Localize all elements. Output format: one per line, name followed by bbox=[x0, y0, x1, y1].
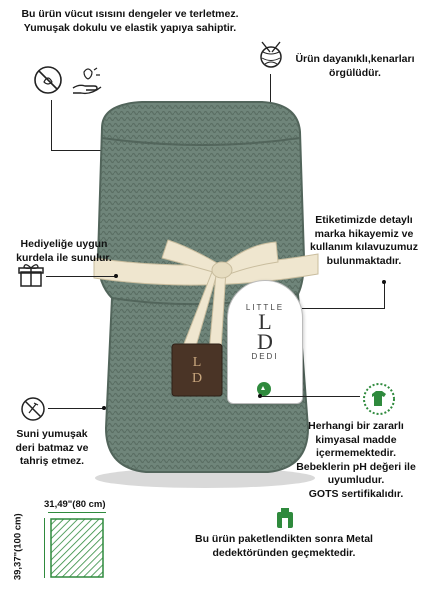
width-arrow bbox=[48, 512, 106, 514]
soft-touch-hand-icon bbox=[72, 67, 102, 95]
no-needle-icon bbox=[21, 397, 45, 421]
feature-line: Herhangi bir zararlı bbox=[308, 420, 404, 432]
feature-line: kullanım kılavuzumuz bbox=[310, 241, 418, 253]
feature-line: bulunmaktadır. bbox=[326, 254, 402, 267]
gots-small-icon bbox=[257, 382, 271, 396]
connector-line bbox=[51, 150, 106, 152]
feature-line: marka hikayemiz ve bbox=[314, 227, 414, 240]
feature-text-temperature: Bu ürün vücut ısısını dengeler ve terlet… bbox=[0, 8, 260, 35]
feature-line: Bu ürün paketlendikten sonra Metal bbox=[195, 533, 373, 545]
blanket-size-icon bbox=[50, 518, 104, 578]
metal-detector-icon bbox=[277, 508, 293, 528]
feature-line: Bebeklerin pH değeri ile bbox=[296, 460, 416, 473]
dimension-height: 39,37"(100 cm) bbox=[12, 513, 24, 581]
feature-line: Ürün dayanıklı,kenarları bbox=[295, 53, 415, 65]
connector-dot bbox=[102, 406, 106, 410]
feature-text-gift: Hediyeliğe uygun kurdela ile sunulur. bbox=[0, 238, 128, 265]
svg-text:D: D bbox=[192, 371, 202, 386]
feature-text-metal: Bu ürün paketlendikten sonra Metal dedek… bbox=[144, 533, 424, 560]
feature-line: tahriş etmez. bbox=[19, 455, 85, 467]
tag-brand-top: LITTLE bbox=[245, 303, 285, 312]
feature-line: kimyasal madde bbox=[315, 433, 397, 446]
connector-dot bbox=[114, 274, 118, 278]
height-arrow bbox=[44, 518, 46, 578]
gots-certified-icon bbox=[363, 383, 395, 415]
feature-line: dedektöründen geçmektedir. bbox=[212, 546, 356, 559]
connector-line bbox=[48, 408, 104, 410]
svg-text:L: L bbox=[193, 355, 202, 370]
feature-line: Yumuşak dokulu ve elastik yapıya sahipti… bbox=[23, 21, 237, 34]
feature-line: içermemektedir. bbox=[316, 447, 396, 459]
connector-dot bbox=[382, 280, 386, 284]
feature-line: uyumludur. bbox=[327, 474, 385, 486]
feature-text-label: Etiketimizde detaylı marka hikayemiz ve … bbox=[304, 214, 424, 268]
connector-line bbox=[302, 308, 385, 310]
connector-dot bbox=[258, 394, 262, 398]
feature-line: Hediyeliğe uygun bbox=[20, 238, 108, 250]
gift-box-icon bbox=[18, 264, 44, 287]
feature-text-leather: Suni yumuşak deri batmaz ve tahriş etmez… bbox=[0, 428, 104, 469]
feature-line: Etiketimizde detaylı bbox=[315, 214, 413, 226]
connector-line bbox=[46, 276, 116, 278]
feature-line: Suni yumuşak bbox=[16, 428, 88, 440]
feature-line: kurdela ile sunulur. bbox=[16, 251, 112, 264]
dimension-width: 31,49"(80 cm) bbox=[44, 499, 106, 510]
feature-line: GOTS sertifikalıdır. bbox=[308, 487, 404, 500]
no-sweat-icon bbox=[34, 66, 62, 94]
feature-line: Bu ürün vücut ısısını dengeler ve terlet… bbox=[21, 8, 239, 20]
connector-line bbox=[51, 100, 53, 150]
yarn-ball-icon bbox=[260, 41, 282, 68]
feature-line: deri batmaz ve bbox=[15, 441, 89, 454]
feature-line: örgülüdür. bbox=[329, 66, 381, 79]
connector-line bbox=[384, 282, 386, 308]
tag-brand-bottom: DEDI bbox=[251, 352, 279, 361]
feature-text-gots: Herhangi bir zararlı kimyasal madde içer… bbox=[288, 420, 424, 501]
connector-line bbox=[260, 396, 360, 398]
feature-text-durable: Ürün dayanıklı,kenarları örgülüdür. bbox=[286, 53, 424, 80]
